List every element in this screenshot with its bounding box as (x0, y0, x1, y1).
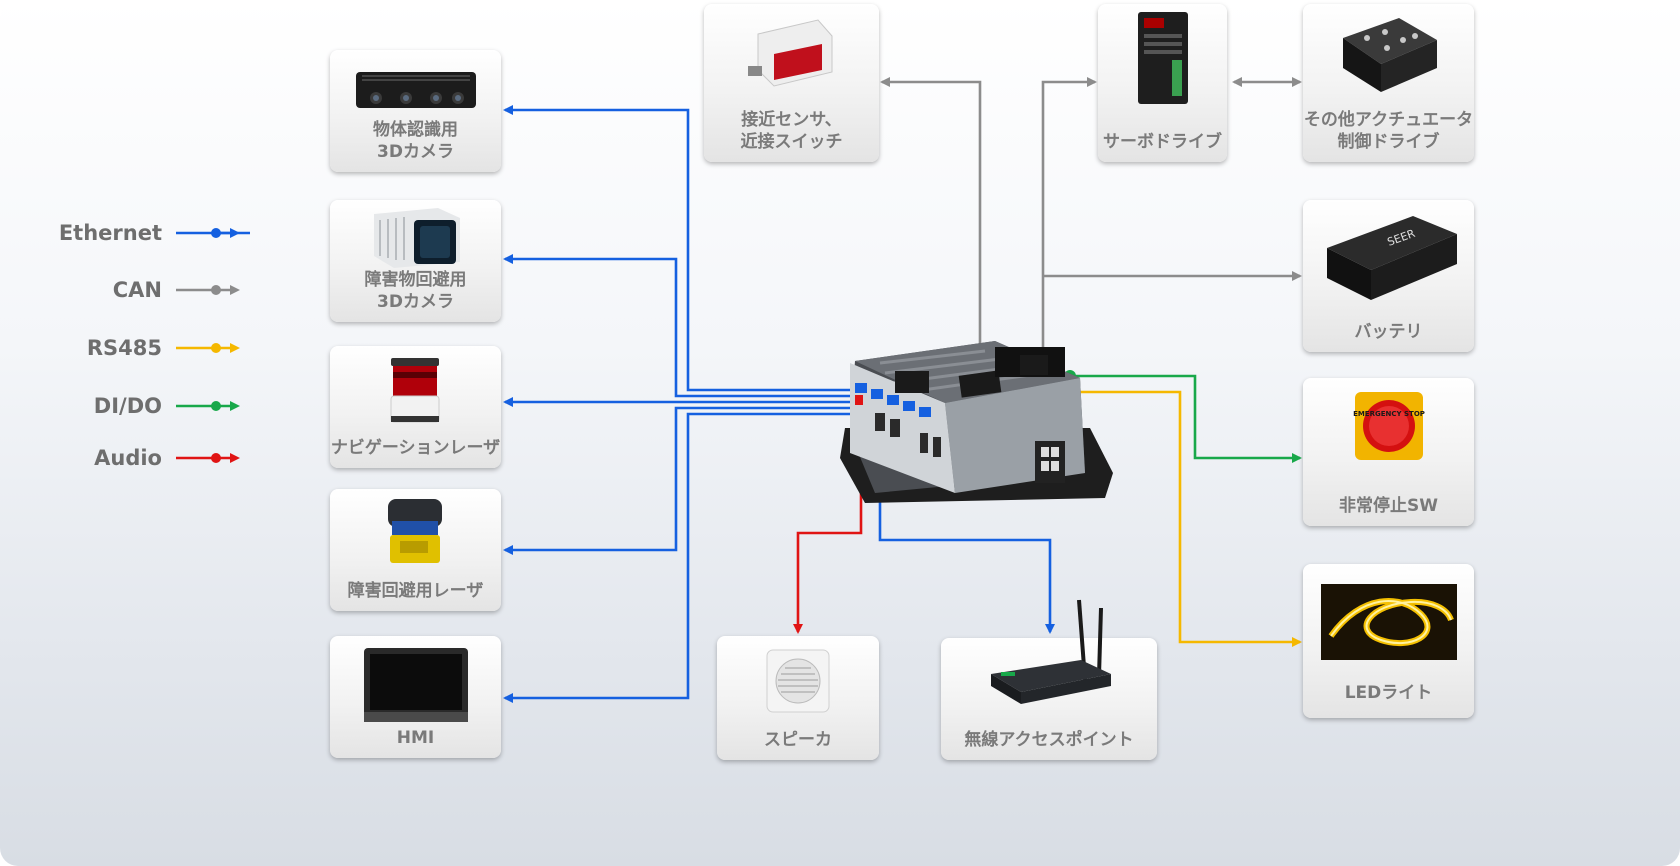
legend-item-dido: DI/DO (40, 391, 250, 421)
wire-ethernet-obstacle-laser (503, 406, 850, 555)
wire-ethernet-3d-camera-object (503, 105, 850, 392)
device-label-line1: 障害回避用レーザ (347, 581, 484, 601)
device-card-speaker[interactable]: スピーカ (717, 636, 879, 760)
device-card-proximity-sensor[interactable]: 接近センサ、 近接スイッチ (704, 4, 879, 162)
device-label-line2: 制御ドライブ (1337, 132, 1440, 152)
device-label: サーボドライブ (1098, 131, 1227, 153)
device-label-line1: サーボドライブ (1103, 132, 1222, 152)
legend-item-audio: Audio (40, 443, 250, 473)
device-label-line2: 3Dカメラ (377, 142, 454, 162)
device-label-line2: 近接スイッチ (740, 132, 843, 152)
robot-controller-icon (840, 341, 1113, 503)
device-label: バッテリ (1303, 321, 1474, 343)
wire-ethernet-hmi (503, 412, 850, 703)
device-card-estop[interactable]: EMERGENCY STOP 非常停止SW (1303, 378, 1474, 526)
motor-controller-icon (1343, 18, 1437, 92)
device-label-line1: 物体認識用 (373, 120, 458, 140)
device-label: その他アクチュエータ 制御ドライブ (1303, 109, 1474, 153)
legend-label: DI/DO (93, 394, 162, 418)
safety-laser-scanner-icon (388, 499, 442, 563)
device-label: 無線アクセスポイント (941, 729, 1157, 751)
legend-item-rs485: RS485 (40, 333, 250, 363)
device-card-nav-laser[interactable]: ナビゲーションレーザ (330, 346, 501, 468)
wifi-router-icon (991, 599, 1111, 704)
device-label: スピーカ (717, 729, 879, 751)
device-label: ナビゲーションレーザ (330, 437, 501, 459)
legend-label: Ethernet (58, 221, 162, 245)
device-label-line1: バッテリ (1354, 322, 1423, 342)
wire-dido-estop (1070, 374, 1302, 463)
wire-can-trunk (1041, 77, 1097, 360)
device-label: LEDライト (1303, 682, 1474, 704)
device-label-line1: 無線アクセスポイント (964, 730, 1134, 750)
3d-camera-cube-icon (374, 208, 460, 268)
device-label: 接近センサ、 近接スイッチ (704, 109, 879, 153)
device-label-line1: その他アクチュエータ (1303, 110, 1474, 130)
wire-ethernet-3d-camera-obstacle (503, 254, 850, 398)
device-label-line1: スピーカ (764, 730, 832, 750)
lidar-icon (390, 358, 440, 423)
wire-rs485-led (1042, 390, 1302, 647)
device-card-servo-drive[interactable]: サーボドライブ (1098, 4, 1227, 162)
device-card-led[interactable]: LEDライト (1303, 564, 1474, 718)
device-label: HMI (330, 727, 501, 749)
device-label: 障害回避用レーザ (330, 580, 501, 602)
device-label-line1: 非常停止SW (1339, 496, 1438, 516)
device-label-line1: HMI (396, 728, 435, 748)
device-label-line1: LEDライト (1344, 683, 1433, 703)
device-label-line2: 3Dカメラ (377, 292, 454, 312)
device-label-line1: 障害物回避用 (364, 270, 467, 290)
device-card-actuator-drive[interactable]: その他アクチュエータ 制御ドライブ (1303, 4, 1474, 162)
device-label: 物体認識用 3Dカメラ (330, 119, 501, 163)
3d-camera-icon (356, 72, 476, 108)
wire-can-proximity-sensor (880, 77, 982, 380)
legend-label: Audio (94, 446, 162, 470)
estop-button-text: EMERGENCY STOP (1353, 410, 1425, 418)
device-card-battery[interactable]: SEER バッテリ (1303, 200, 1474, 352)
legend-label: CAN (112, 278, 162, 302)
device-label: 非常停止SW (1303, 495, 1474, 517)
device-card-3d-camera-obstacle[interactable]: 障害物回避用 3Dカメラ (330, 200, 501, 322)
legend-lines (176, 228, 240, 463)
emergency-stop-button-icon: EMERGENCY STOP (1353, 392, 1425, 460)
device-card-obstacle-laser[interactable]: 障害回避用レーザ (330, 489, 501, 611)
servo-drive-icon (1138, 12, 1188, 104)
touch-panel-icon (364, 648, 468, 722)
legend-label: RS485 (86, 336, 162, 360)
device-card-hmi[interactable]: HMI (330, 636, 501, 758)
speaker-icon (766, 649, 830, 713)
photo-sensor-icon (748, 19, 833, 87)
device-card-wireless-ap[interactable]: 無線アクセスポイント (941, 599, 1157, 760)
legend-item-can: CAN (40, 275, 250, 305)
device-card-3d-camera-object[interactable]: 物体認識用 3Dカメラ (330, 50, 501, 172)
led-strip-icon (1321, 584, 1457, 660)
battery-pack-icon: SEER (1327, 216, 1457, 300)
device-label-line1: 接近センサ、 (741, 110, 842, 130)
device-label-line1: ナビゲーションレーザ (330, 438, 501, 458)
device-label: 障害物回避用 3Dカメラ (330, 269, 501, 313)
